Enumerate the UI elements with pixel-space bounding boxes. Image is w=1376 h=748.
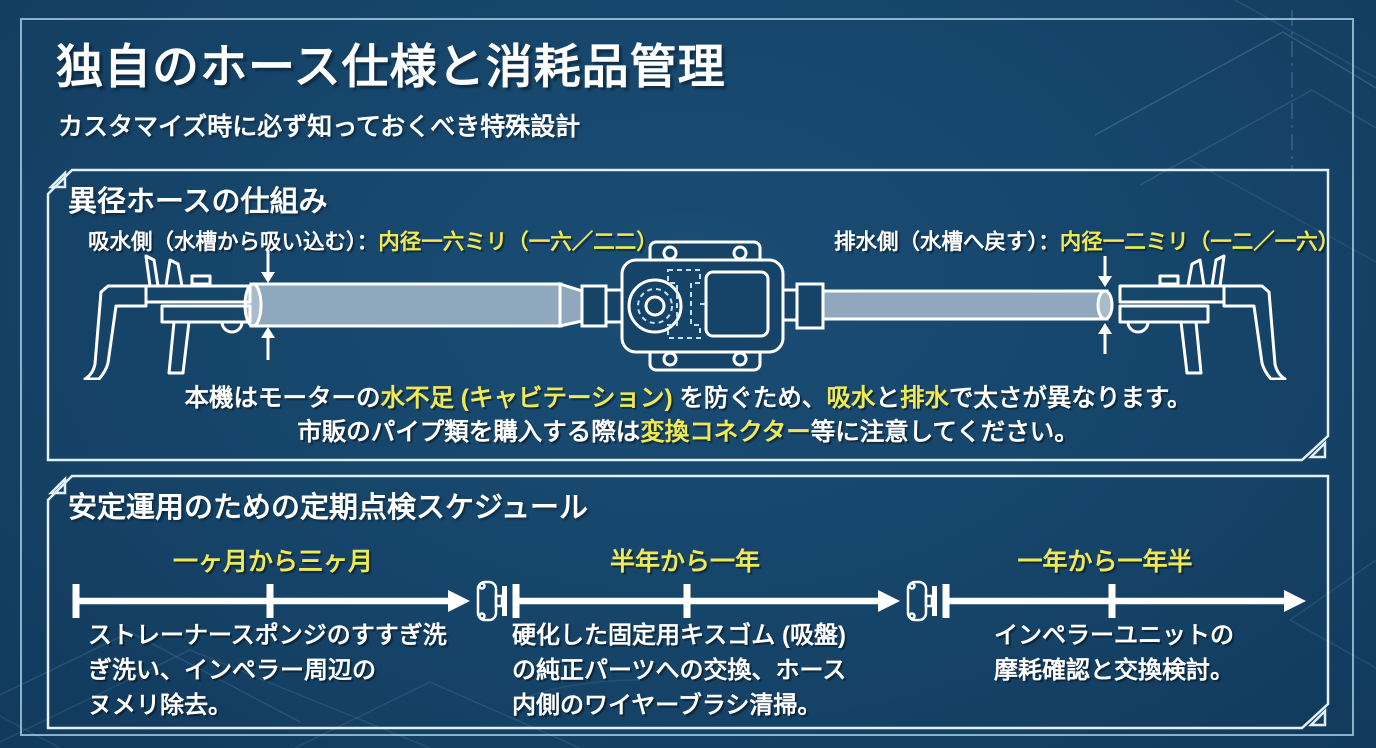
hose-panel-heading: 異径ホースの仕組み — [68, 186, 328, 218]
intake-measure-arrows — [261, 250, 275, 360]
outflow-hose — [795, 282, 1114, 330]
hose-note-line2: 市販のパイプ類を購入する際は変換コネクター等に注意してください。 — [297, 419, 1079, 446]
hose-note-line1: 本機はモーターの水不足 (キャビテーション) を防ぐため、吸水と排水で太さが異な… — [184, 385, 1192, 412]
connector-highlight: 変換コネクター — [640, 419, 811, 446]
task-description-2: 硬化した固定用キスゴム (吸盤) の純正パーツへの交換、ホース 内側のワイヤーブ… — [512, 622, 847, 719]
page-subtitle: カスタマイズ時に必ず知っておくべき特殊設計 — [58, 113, 581, 141]
intake-diameter-value: 内径一六ミリ（一六／二二） — [378, 230, 658, 254]
outflow-highlight: 排水 — [899, 385, 949, 412]
schedule-panel-heading: 安定運用のための定期点検スケジュール — [68, 492, 588, 524]
intake-caliper-icon — [83, 254, 252, 380]
intake-side-label: 吸水側（水槽から吸い込む）：内径一六ミリ（一六／二二） — [88, 225, 658, 256]
period-label-3: 一年から一年半 — [1017, 548, 1193, 576]
intake-highlight: 吸水 — [826, 385, 876, 412]
hose-spec-panel: 異径ホースの仕組み 吸水側（水槽から吸い込む）：内径一六ミリ（一六／二二） 排水… — [46, 168, 1339, 462]
timeline-segment-1 — [72, 584, 470, 618]
hose-note: 本機はモーターの水不足 (キャビテーション) を防ぐため、吸水と排水で太さが異な… — [46, 382, 1330, 450]
hose-clamp-icon — [476, 580, 507, 622]
outflow-diameter-value: 内径一二ミリ（一二／一六） — [1059, 230, 1340, 254]
task-description-3: インペラーユニットの 摩耗確認と交換検討。 — [994, 622, 1234, 684]
intake-hose — [243, 281, 608, 328]
outflow-side-label: 排水側（水槽へ戻す）：内径一二ミリ（一二／一六） — [834, 225, 1339, 256]
pump-icon — [604, 240, 799, 372]
timeline-segment-2 — [512, 584, 900, 618]
hose-diagram — [83, 240, 1287, 380]
page-title: 独自のホース仕様と消耗品管理 — [56, 40, 726, 93]
outflow-label-text: 排水側（水槽へ戻す）： — [834, 230, 1060, 254]
page-header: 独自のホース仕様と消耗品管理 カスタマイズ時に必ず知っておくべき特殊設計 — [56, 28, 726, 143]
period-label-1: 一ヶ月から三ヶ月 — [172, 548, 374, 576]
task-description-1: ストレーナースポンジのすすぎ洗 ぎ洗い、インペラー周辺の ヌメリ除去。 — [88, 622, 447, 719]
hose-clamp-icon — [906, 580, 937, 622]
cavitation-highlight: 水不足 (キャビテーション) — [380, 385, 673, 412]
schedule-timeline — [72, 580, 1306, 622]
maintenance-schedule-panel: 安定運用のための定期点検スケジュール 一ヶ月から三ヶ月 半年から一年 一年から一… — [46, 474, 1330, 730]
outflow-measure-arrows — [1098, 256, 1112, 354]
timeline-segment-3 — [942, 584, 1306, 618]
intake-label-text: 吸水側（水槽から吸い込む）： — [88, 230, 379, 254]
outflow-caliper-icon — [1118, 254, 1287, 380]
period-label-2: 半年から一年 — [609, 548, 761, 576]
